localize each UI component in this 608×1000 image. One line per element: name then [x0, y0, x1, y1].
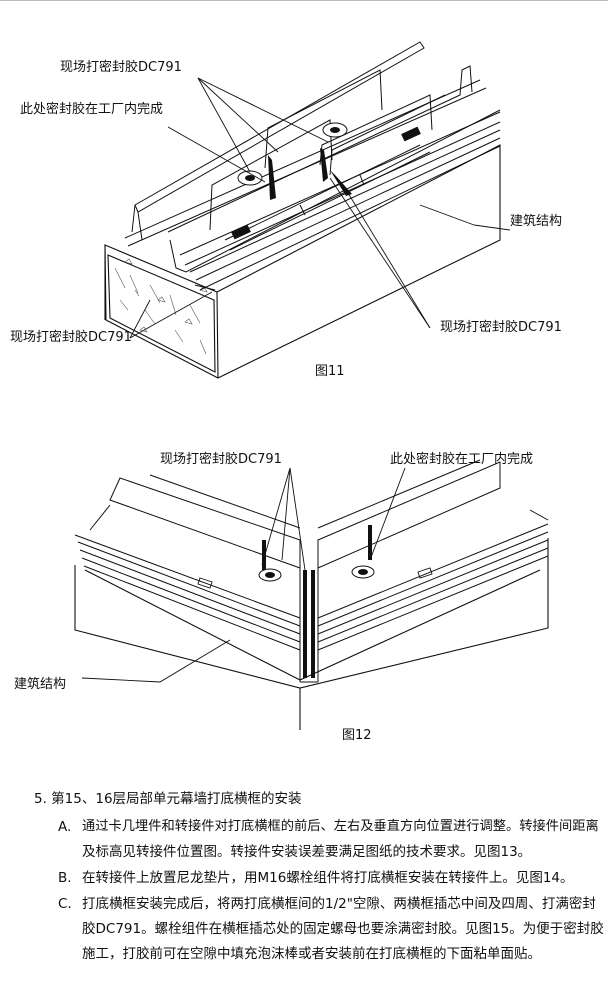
- top-border: [0, 0, 608, 1]
- figure-11-caption: 图11: [315, 364, 345, 379]
- fig11-label-seal-top: 现场打密封胶DC791: [60, 60, 182, 75]
- item-a-line-1: 通过卡几埋件和转接件对打底横框的前后、左右及垂直方向位置进行调整。转接件间距离: [82, 819, 599, 834]
- item-c-line-3: 施工，打胶前可在空隙中填充泡沫棒或者安装前在打底横框的下面粘单面贴。: [82, 946, 541, 962]
- item-b-line-1: 在转接件上放置尼龙垫片，用M16螺栓组件将打底横框安装在转接件上。见图14。: [82, 870, 574, 886]
- item-a-marker: A.: [58, 819, 72, 835]
- fig12-label-seal: 现场打密封胶DC791: [160, 452, 282, 467]
- figure-11-drawing: [104, 41, 511, 379]
- figure-12-caption: 图12: [342, 728, 372, 743]
- item-c-line-1: 打底横框安装完成后，将两打底横框间的1/2"空隙、两横框插芯中间及四周、打满密封: [82, 896, 596, 912]
- fig11-label-seal-right: 现场打密封胶DC791: [440, 320, 562, 335]
- item-c-marker: C.: [58, 896, 72, 912]
- fig11-label-factory: 此处密封胶在工厂内完成: [20, 102, 164, 117]
- bolt-icon: [258, 565, 375, 582]
- fig12-label-factory: 此处密封胶在工厂内完成: [390, 452, 534, 467]
- fig11-label-seal-left: 现场打密封胶DC791: [10, 330, 132, 345]
- item-c-line-2: 胶DC791。螺栓组件在横框插芯处的固定螺母也要涂满密封胶。见图15。为便于密封…: [82, 921, 604, 937]
- item-a-line-2: 及标高见转接件位置图。转接件安装误差要满足图纸的技术要求。见图13。: [82, 844, 532, 860]
- item-b-marker: B.: [58, 870, 72, 886]
- fig12-label-building: 建筑结构: [14, 677, 67, 692]
- section-heading: 5. 第15、16层局部单元幕墙打底横框的安装: [34, 791, 302, 807]
- concrete-hatch: [114, 258, 208, 355]
- fig11-label-building: 建筑结构: [510, 214, 563, 229]
- figure-12-drawing: [74, 459, 549, 730]
- bolt-icon: [237, 122, 348, 186]
